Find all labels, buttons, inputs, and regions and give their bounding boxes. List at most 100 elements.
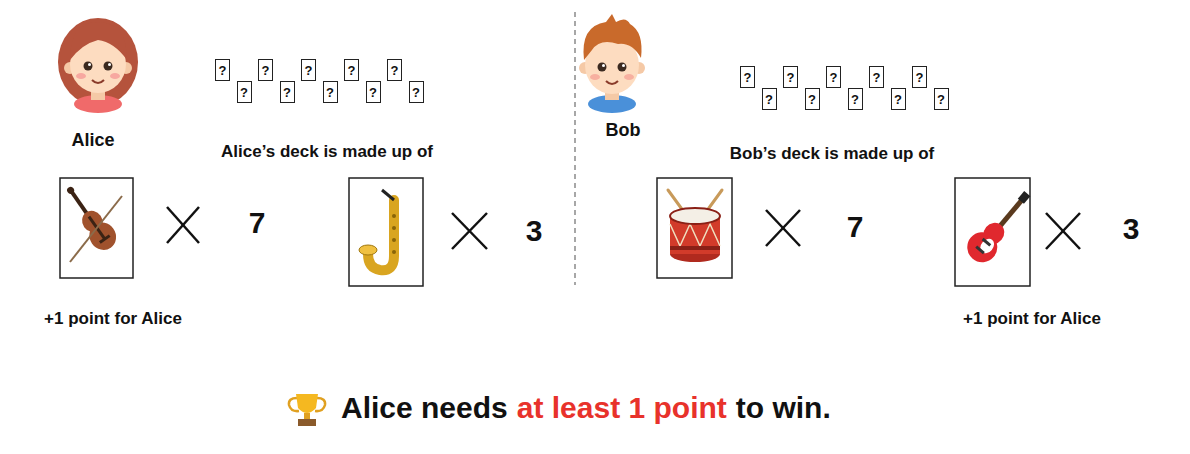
card-mark: ? [262, 64, 270, 77]
guitar-card [955, 178, 1039, 286]
violin-card [58, 180, 121, 255]
times-mark [1046, 213, 1080, 249]
bob-avatar [598, 63, 607, 72]
deck-caption: Bob’s deck is made up of [730, 144, 934, 164]
saxophone-card [392, 214, 396, 218]
alice-avatar [92, 80, 104, 83]
card-back: ? [237, 81, 252, 103]
card-mark: ? [369, 86, 377, 99]
alice-avatar [104, 62, 113, 71]
card-back: ? [323, 81, 338, 103]
alice-avatar [84, 62, 93, 71]
drum-card [670, 224, 720, 246]
times-mark [452, 213, 487, 249]
trophy-icon [296, 394, 318, 413]
card-back: ? [848, 88, 863, 110]
bob-avatar [622, 64, 625, 67]
card-mark: ? [894, 93, 902, 106]
card-back: ? [215, 59, 230, 81]
card-mark: ? [283, 86, 291, 99]
goal-highlight: at least 1 point [517, 390, 727, 426]
violin-card [66, 185, 76, 195]
card-back: ? [258, 59, 273, 81]
saxophone-card [349, 178, 423, 286]
card-back: ? [891, 88, 906, 110]
card-count: 7 [249, 205, 266, 241]
deck-caption: Alice’s deck is made up of [221, 142, 433, 162]
trophy-icon [298, 419, 316, 426]
saxophone-card [392, 226, 396, 230]
drum-card [670, 208, 720, 224]
bob-avatar [618, 63, 627, 72]
violin-card [99, 234, 111, 243]
guitar-card [1018, 191, 1031, 204]
violin-card [60, 178, 133, 278]
times-mark [167, 207, 1080, 249]
card-back: ? [280, 81, 295, 103]
drum-card [670, 246, 720, 250]
violin-card [58, 178, 133, 278]
card-back: ? [783, 66, 798, 88]
alice-avatar [108, 63, 111, 66]
violin-card [70, 196, 122, 262]
card-mark: ? [851, 93, 859, 106]
bob-avatar [583, 14, 641, 60]
card-back: ? [740, 66, 755, 88]
guitar-card [977, 236, 996, 256]
alice-avatar [76, 73, 86, 79]
bob-avatar [602, 64, 605, 67]
card-back: ? [912, 66, 927, 88]
card-count: 3 [526, 213, 543, 249]
card-mark: ? [937, 93, 945, 106]
card-mark: ? [348, 64, 356, 77]
card-back: ? [869, 66, 884, 88]
card-mark: ? [830, 71, 838, 84]
goal-text: to win. [736, 390, 831, 426]
times-mark [766, 210, 800, 246]
card-back: ? [762, 88, 777, 110]
card-back: ? [409, 81, 424, 103]
saxophone-card [392, 238, 396, 242]
card-mark: ? [808, 93, 816, 106]
point-note: +1 point for Alice [963, 309, 1101, 329]
alice-avatar [88, 63, 91, 66]
trophy-icon [289, 394, 325, 426]
card-mark: ? [326, 86, 334, 99]
divider-line [574, 12, 576, 285]
drum-card [657, 178, 732, 278]
alice-avatar [70, 22, 127, 60]
bob-avatar [606, 81, 618, 84]
times-mark [167, 207, 199, 243]
bob-avatar [624, 74, 634, 80]
card-mark: ? [305, 64, 313, 77]
card-back: ? [805, 88, 820, 110]
card-back: ? [301, 59, 316, 81]
card-mark: ? [787, 71, 795, 84]
guitar-card [982, 238, 992, 247]
times-mark [452, 213, 487, 249]
saxophone-card [382, 190, 394, 200]
card-mark: ? [744, 71, 752, 84]
times-mark [167, 207, 199, 243]
card-mark: ? [916, 71, 924, 84]
guitar-card [961, 184, 1039, 268]
alice-avatar [110, 73, 120, 79]
bob-avatar [579, 14, 645, 113]
alice-avatar [58, 18, 138, 113]
card-mark: ? [219, 64, 227, 77]
card-back: ? [826, 66, 841, 88]
bob-avatar [590, 74, 600, 80]
saxophone-card [349, 178, 423, 286]
guitar-card [975, 246, 985, 255]
player-name: Alice [71, 130, 114, 152]
card-count: 3 [1123, 211, 1140, 247]
card-mark: ? [412, 86, 420, 99]
saxophone-card [392, 250, 396, 254]
point-note: +1 point for Alice [44, 309, 182, 329]
card-count: 7 [847, 209, 864, 245]
card-mark: ? [240, 86, 248, 99]
goal-text: Alice needs [341, 390, 508, 426]
saxophone-card [359, 245, 377, 255]
